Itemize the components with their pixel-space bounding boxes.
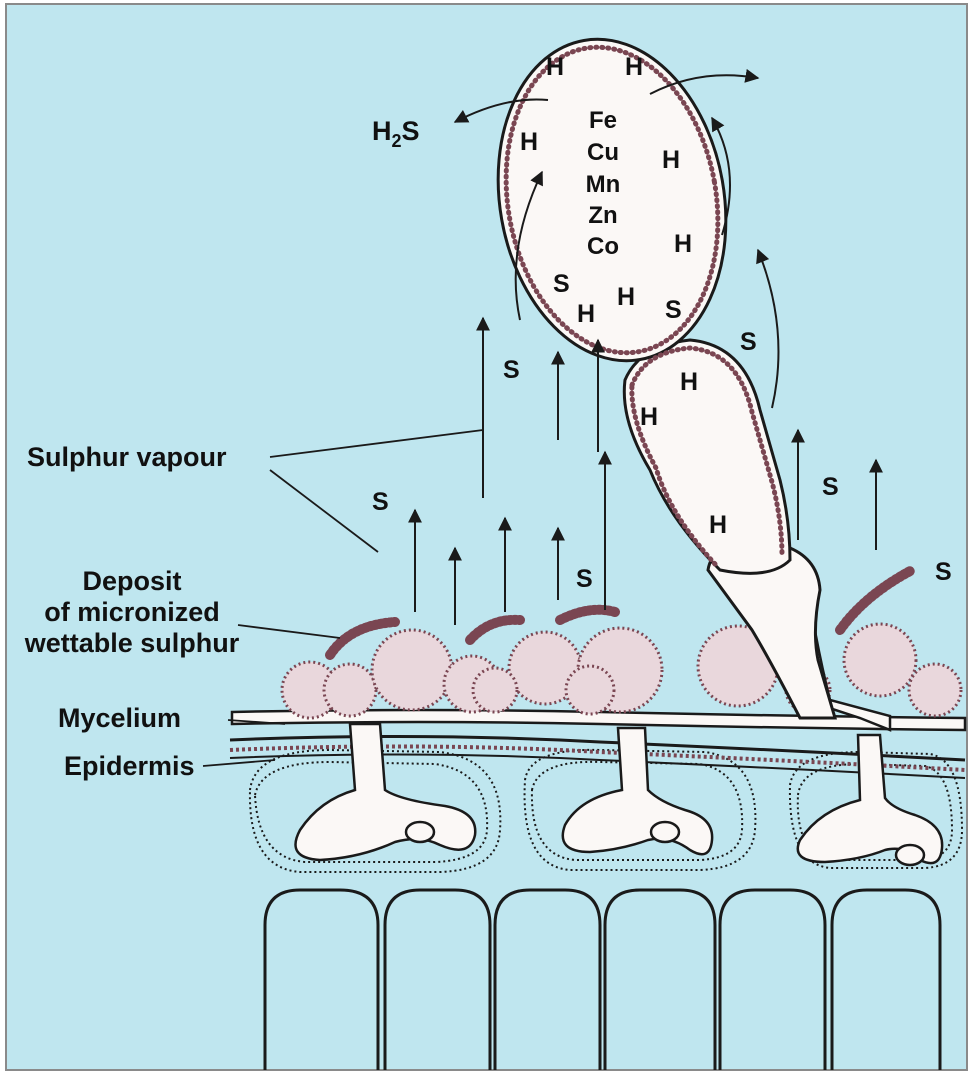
element-label: Fe (589, 107, 617, 134)
deposit-label-line2: of micronized (44, 597, 220, 627)
hydrogen-symbol: H (674, 230, 692, 258)
haustorium-nucleus (651, 822, 679, 842)
hydrogen-symbol: H (680, 368, 698, 396)
sulphur-vapour-label: Sulphur vapour (27, 442, 227, 472)
hydrogen-symbol: H (577, 300, 595, 328)
h2s-subscript: 2 (392, 131, 402, 151)
h2s-h: H (372, 116, 392, 146)
sulphur-symbol: S (740, 328, 757, 356)
hydrogen-symbol: H (709, 511, 727, 539)
hydrogen-symbol: H (662, 146, 680, 174)
sulphur-symbol: S (665, 296, 682, 324)
mycelium-label: Mycelium (58, 703, 181, 733)
sulphur-symbol: S (503, 356, 520, 384)
hydrogen-symbol: H (520, 128, 538, 156)
h2s-s: S (402, 116, 420, 146)
hydrogen-symbol: H (546, 53, 564, 81)
hydrogen-symbol: H (617, 283, 635, 311)
element-list: Fe Cu Mn Zn Co (586, 107, 621, 260)
sulphur-symbol: S (576, 565, 593, 593)
sulphur-symbol: S (372, 488, 389, 516)
haustorium-nucleus (406, 822, 434, 842)
epidermis-label: Epidermis (64, 751, 195, 781)
hydrogen-symbol: H (625, 53, 643, 81)
haustorium-nucleus (896, 845, 924, 865)
deposit-label-line1: Deposit (82, 566, 181, 596)
sulphur-symbol: S (553, 270, 570, 298)
element-label: Mn (586, 171, 621, 198)
sulphur-symbol: S (935, 558, 952, 586)
sulphur-symbol: S (822, 473, 839, 501)
element-label: Co (587, 233, 619, 260)
deposit-label-line3: wettable sulphur (24, 628, 240, 658)
hydrogen-symbol: H (640, 403, 658, 431)
element-label: Zn (588, 202, 617, 229)
element-label: Cu (587, 139, 619, 166)
